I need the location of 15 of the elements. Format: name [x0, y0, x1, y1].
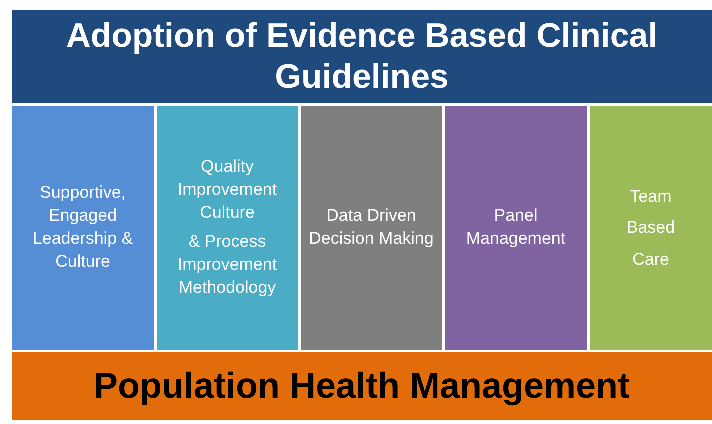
band-label: Adoption of Evidence Based Clinical Guidelines [65, 16, 659, 98]
pillar-label: Panel Management [465, 205, 567, 250]
pillar-label: Supportive, Engaged Leadership & Culture [32, 182, 134, 273]
pillar-label: Quality Improvement Culture [176, 156, 278, 224]
band-label: Population Health Management [94, 364, 630, 408]
pillar-label: & Process Improvement Methodology [176, 231, 278, 299]
pillar-label: Data Driven Decision Making [308, 205, 435, 250]
pillar-column [12, 106, 154, 350]
pillar-column [445, 106, 587, 350]
pillar-column [301, 106, 442, 350]
pillar-column [157, 106, 298, 350]
title-band [12, 10, 712, 103]
pillar-column [590, 106, 712, 350]
foundation-band [12, 352, 712, 420]
pillar-label: Team Based Care [626, 186, 676, 271]
